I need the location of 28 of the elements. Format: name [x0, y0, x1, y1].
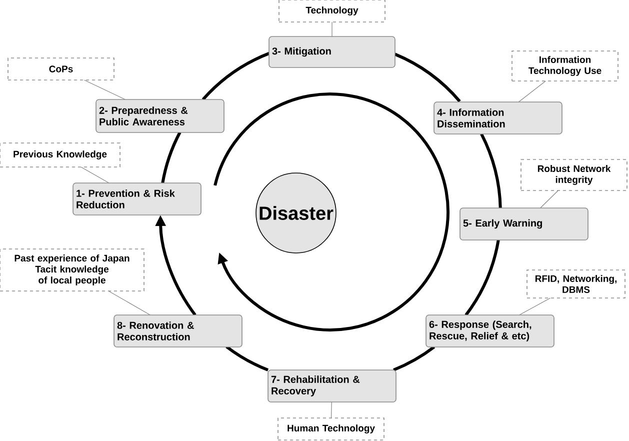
- stage-box: 6- Response (Search, Rescue, Relief & etc): [426, 314, 554, 348]
- annotation-box: RFID, Networking, DBMS: [526, 270, 626, 298]
- ring-line: [394, 52, 461, 102]
- stage-box: 8- Renovation & Reconstruction: [114, 314, 242, 348]
- annotation-box: Past experience of Japan Tacit knowledge of local people: [0, 248, 144, 292]
- leader-line: [540, 190, 558, 208]
- annotation-box: Technology: [278, 0, 386, 22]
- leader-line: [108, 290, 151, 316]
- annotation-box: Information Technology Use: [512, 50, 618, 82]
- stage-box: 1- Prevention & Risk Reduction: [72, 182, 202, 216]
- annotation-box: Previous Knowledge: [0, 142, 120, 168]
- stage-box: 5- Early Warning: [460, 208, 588, 240]
- ring-line: [464, 240, 500, 316]
- stage-box: 4- Information Dissemination: [434, 102, 562, 134]
- annotation-box: CoPs: [8, 58, 114, 80]
- ring-line: [202, 52, 270, 100]
- annotation-box: Robust Network integrity: [520, 159, 628, 191]
- ring-line: [226, 345, 269, 372]
- annotation-box: Human Technology: [278, 418, 384, 440]
- stage-box: 2- Preparedness & Public Awareness: [96, 99, 224, 133]
- stage-box: 3- Mitigation: [268, 36, 396, 68]
- ring-line: [480, 133, 502, 208]
- leader-line: [330, 402, 332, 418]
- leader-line: [518, 80, 546, 102]
- ring-line: [161, 132, 182, 184]
- ring-line: [392, 346, 436, 372]
- stage-box: 7- Rehabilitation & Recovery: [268, 370, 396, 402]
- leader-line: [84, 80, 126, 100]
